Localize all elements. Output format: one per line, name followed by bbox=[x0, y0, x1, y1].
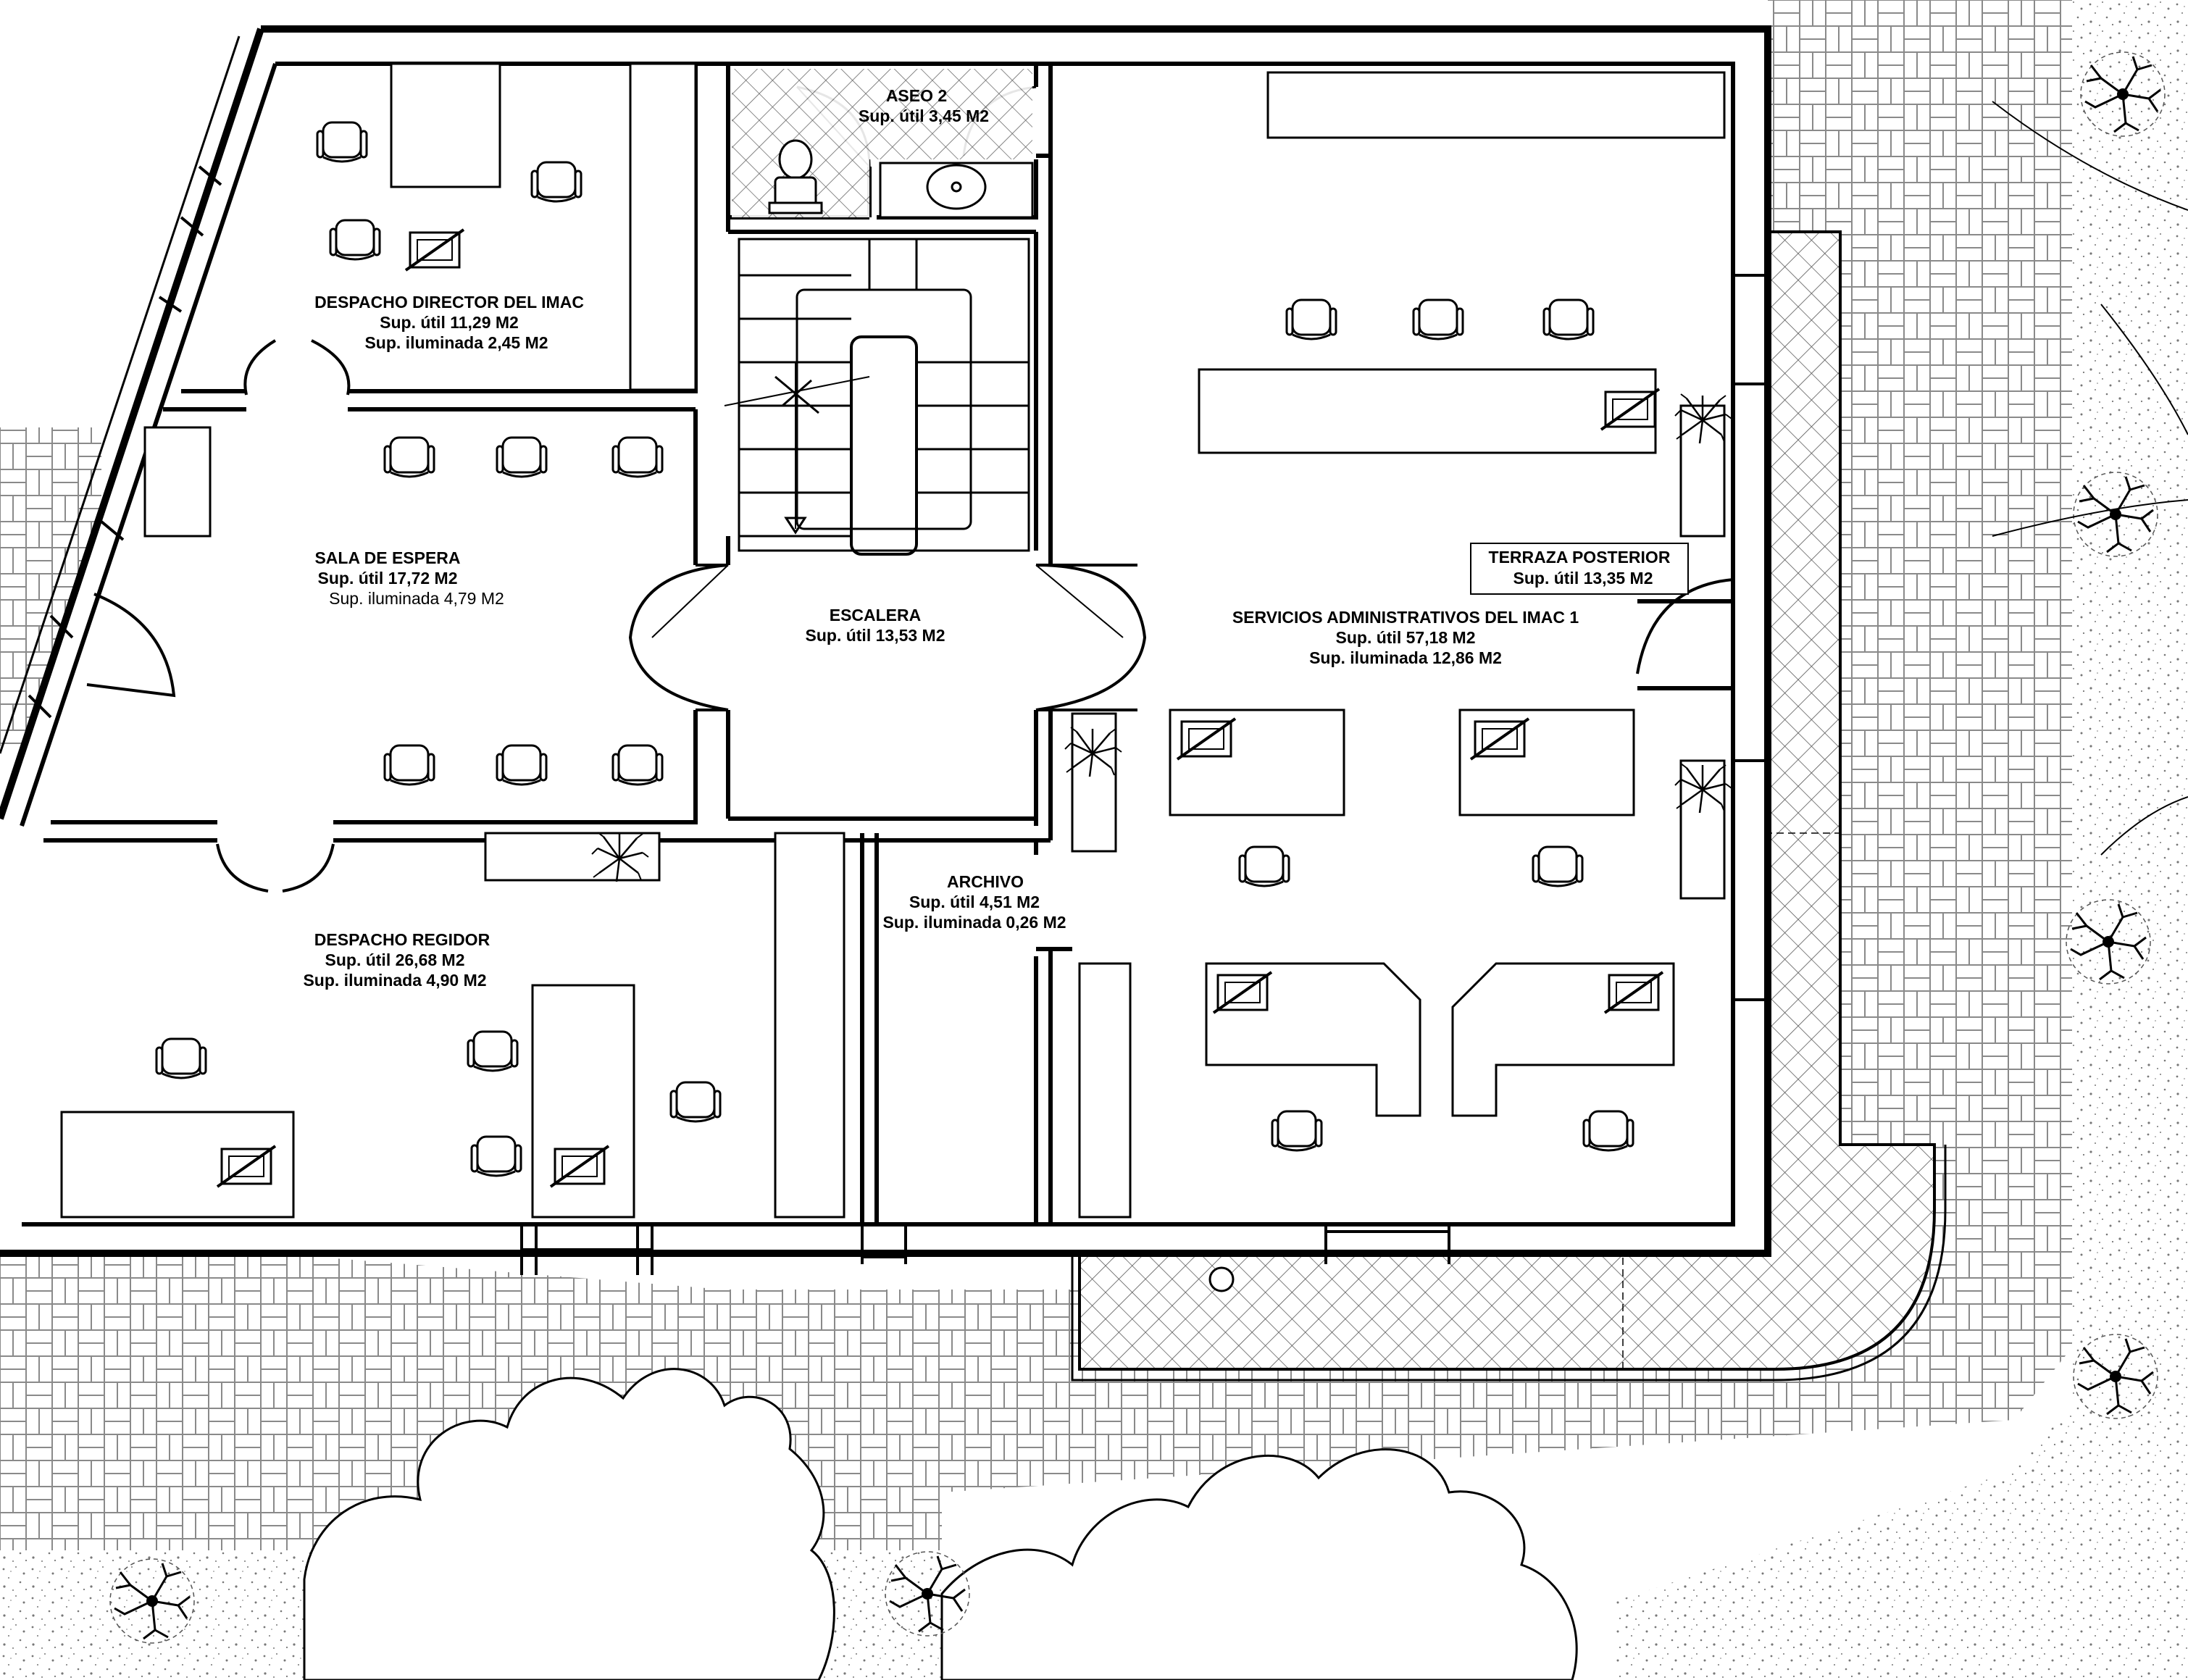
archivo-area: Sup. útil 4,51 M2 bbox=[909, 893, 1040, 911]
desk bbox=[1198, 368, 1657, 454]
servicios-lit: Sup. iluminada 12,86 M2 bbox=[1309, 648, 1502, 667]
cabinet bbox=[484, 832, 661, 882]
aseo-floor bbox=[869, 69, 1032, 159]
laptop-icon bbox=[1212, 971, 1273, 1014]
exterior-paving bbox=[0, 0, 2072, 1680]
sala-espera-area: Sup. útil 17,72 M2 bbox=[318, 569, 458, 588]
building-footprint bbox=[0, 29, 1768, 1253]
laptop-icon bbox=[1603, 971, 1664, 1014]
terrace-edge bbox=[1071, 1145, 1947, 1382]
south-windows bbox=[520, 274, 1768, 1275]
toilet-icon bbox=[768, 139, 823, 214]
servicios-name: SERVICIOS ADMINISTRATIVOS DEL IMAC 1 bbox=[1232, 608, 1579, 627]
despacho-regidor-lit: Sup. iluminada 4,90 M2 bbox=[303, 971, 486, 990]
palm-leaf bbox=[1992, 101, 2188, 856]
gravel-right bbox=[1616, 0, 2188, 1680]
escalera-area: Sup. útil 13,53 M2 bbox=[806, 626, 945, 645]
despacho-director-name: DESPACHO DIRECTOR DEL IMAC bbox=[314, 293, 584, 312]
despacho-regidor-name: DESPACHO REGIDOR bbox=[314, 930, 490, 949]
servicios-area: Sup. útil 57,18 M2 bbox=[1336, 628, 1476, 647]
stair bbox=[724, 238, 1030, 556]
room-labels: DESPACHO DIRECTOR DEL IMAC Sup. útil 11,… bbox=[303, 86, 1670, 990]
cabinet bbox=[629, 62, 697, 391]
archivo-lit: Sup. iluminada 0,26 M2 bbox=[882, 913, 1066, 932]
cabinet bbox=[774, 832, 845, 1219]
bush-outline bbox=[303, 1368, 835, 1680]
drain bbox=[1208, 1266, 1235, 1292]
cabinet bbox=[1266, 71, 1726, 139]
aseo-area: Sup. útil 3,45 M2 bbox=[859, 106, 989, 125]
building bbox=[0, 25, 1771, 1275]
laptop-icon bbox=[1600, 388, 1661, 431]
sala-espera-name: SALA DE ESPERA bbox=[314, 548, 460, 567]
desk-director bbox=[390, 62, 501, 188]
sink-icon bbox=[926, 164, 987, 210]
laptop-icon bbox=[1176, 717, 1237, 761]
outer-wall bbox=[0, 25, 1771, 1257]
laptop-icon bbox=[549, 1145, 610, 1188]
aseo-name: ASEO 2 bbox=[886, 86, 947, 105]
laptop-icon bbox=[404, 228, 465, 272]
cabinet bbox=[1078, 962, 1132, 1219]
laptop-icon bbox=[216, 1145, 277, 1188]
sala-espera-lit: Sup. iluminada 4,79 M2 bbox=[329, 589, 504, 608]
terraza-name: TERRAZA POSTERIOR bbox=[1489, 548, 1671, 567]
despacho-regidor-area: Sup. útil 26,68 M2 bbox=[325, 950, 465, 969]
escalera-name: ESCALERA bbox=[830, 606, 922, 624]
laptop-icon bbox=[1469, 717, 1530, 761]
archivo-name: ARCHIVO bbox=[947, 872, 1024, 891]
terraza-area: Sup. útil 13,35 M2 bbox=[1513, 569, 1653, 588]
despacho-director-lit: Sup. iluminada 2,45 M2 bbox=[364, 333, 548, 352]
bush-outline-2 bbox=[940, 1448, 1578, 1680]
despacho-director-area: Sup. útil 11,29 M2 bbox=[380, 313, 519, 332]
terrace-label-box bbox=[1470, 543, 1689, 595]
bench bbox=[143, 426, 212, 538]
